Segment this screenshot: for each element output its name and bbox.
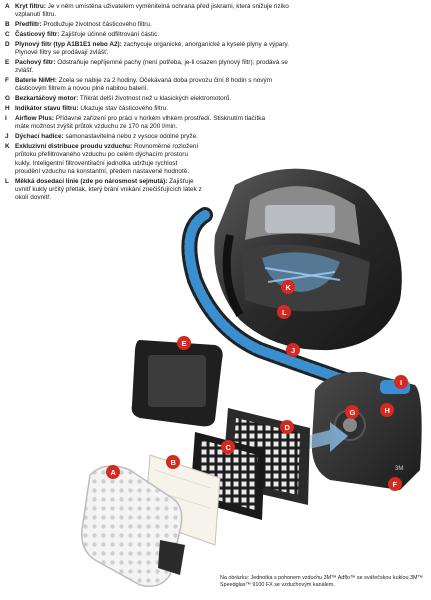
figure-caption: Na obrázku: Jednotka s pohonem vzduchu 3… <box>220 575 423 588</box>
svg-text:B: B <box>171 458 177 467</box>
welding-helmet <box>214 168 402 351</box>
svg-text:F: F <box>393 480 398 489</box>
marker-i: I <box>394 375 408 389</box>
svg-text:A: A <box>111 468 117 477</box>
svg-text:C: C <box>226 443 232 452</box>
part-markers: A B C D E F G H I J K L <box>106 280 408 491</box>
marker-f: F <box>388 477 402 491</box>
svg-text:J: J <box>291 346 295 355</box>
marker-e: E <box>177 336 191 350</box>
device-brand-label: 3M <box>395 466 403 472</box>
breathing-hose <box>181 207 353 388</box>
marker-h: H <box>380 403 394 417</box>
marker-g: G <box>345 405 359 419</box>
odour-filter <box>131 340 223 427</box>
marker-c: C <box>221 440 235 454</box>
svg-text:K: K <box>286 283 292 292</box>
blower-unit: 3M <box>311 371 422 490</box>
svg-text:L: L <box>282 308 287 317</box>
marker-j: J <box>286 343 300 357</box>
marker-b: B <box>166 455 180 469</box>
marker-l: L <box>277 305 291 319</box>
svg-text:E: E <box>182 339 187 348</box>
svg-text:H: H <box>385 406 390 415</box>
svg-text:D: D <box>285 423 291 432</box>
svg-text:I: I <box>400 378 402 387</box>
marker-d: D <box>280 420 294 434</box>
svg-text:G: G <box>350 408 356 417</box>
filter-cover <box>81 465 185 587</box>
marker-a: A <box>106 465 120 479</box>
marker-k: K <box>281 280 295 294</box>
